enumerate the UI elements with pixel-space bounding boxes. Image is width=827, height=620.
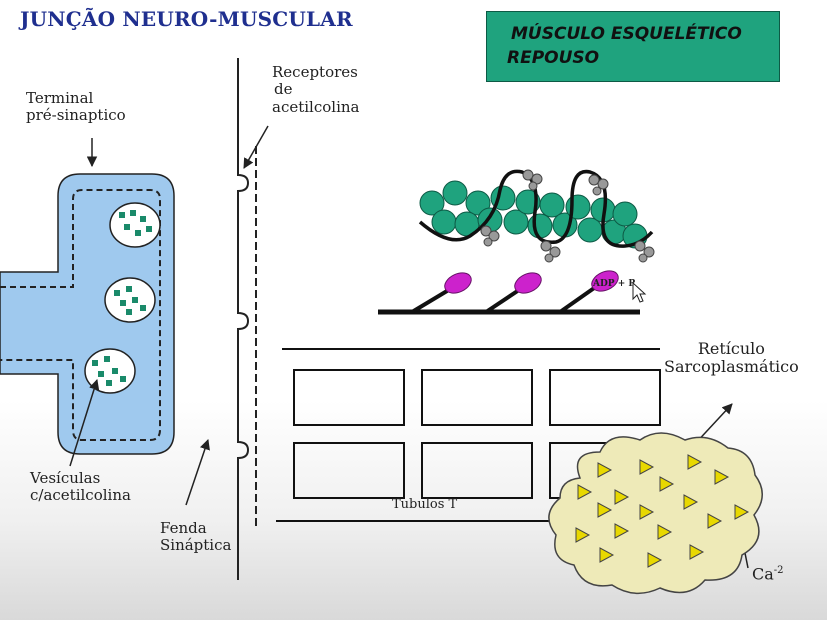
label-vesiculas: Vesículas c/acetilcolina [30,469,131,505]
label-reticulo-line1: Retículo [697,339,765,358]
troponin-complexes [480,169,655,263]
postsynaptic-membrane [237,58,257,580]
state-box: MÚSCULO ESQUELÉTICO REPOUSO [486,11,780,82]
label-terminal-line2: pré-sinaptico [26,106,126,125]
calcium-ions [575,454,750,568]
label-terminal: Terminal pré-sinaptico [26,89,126,125]
vesicle-3 [84,348,136,394]
reticulum-blob [548,432,763,594]
label-vesiculas-line2: c/acetilcolina [30,486,131,505]
label-fenda: Fenda Sináptica [160,519,232,555]
label-terminal-line1: Terminal [26,89,94,107]
mouse-cursor-icon [632,281,647,303]
myosin-head-3 [591,270,619,292]
label-calcium-charge: -2 [773,565,784,576]
myosin-filament [378,270,640,315]
myosin-head-2 [514,272,542,294]
label-receptores-line3: acetilcolina [272,97,360,116]
label-reticulo-line2: Sarcoplasmático [664,357,799,377]
label-tubulos: Tubulos T [392,497,458,512]
state-box-line2: REPOUSO [507,48,600,68]
state-box-line1: MÚSCULO ESQUELÉTICO [511,24,742,44]
label-reticulo: Retículo Sarcoplasmático [664,339,799,377]
label-calcium-symbol: Ca [752,564,774,584]
vesicle-1 [109,202,161,248]
label-receptores-line1: Receptores [272,63,358,81]
label-fenda-line1: Fenda [160,519,207,537]
label-calcium: Ca-2 [752,565,784,584]
label-receptores: Receptores de acetilcolina [272,63,360,116]
page-title: JUNÇÃO NEURO-MUSCULAR [20,7,353,31]
myosin-head-1 [444,272,472,294]
vesicle-2 [104,277,156,323]
label-receptores-line2: de [274,80,293,99]
label-vesiculas-line1: Vesículas [30,469,101,487]
label-fenda-line2: Sináptica [160,536,232,555]
label-adp: ADP + P [593,279,636,289]
tropomyosin-strand [418,169,654,248]
